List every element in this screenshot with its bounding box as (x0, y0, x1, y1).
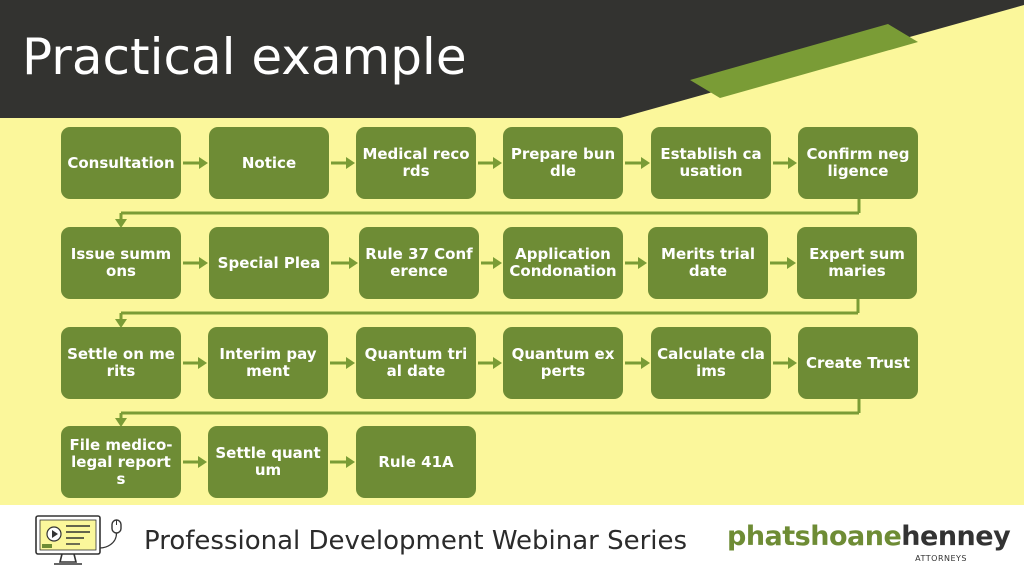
step-establish-causation: Establish causation (651, 127, 771, 199)
flow-arrow-head (346, 157, 355, 169)
header-accent-stripe (690, 24, 918, 98)
slide-title: Practical example (22, 28, 467, 86)
flow-arrow-head (198, 357, 207, 369)
flow-wrap-arrow-head (115, 418, 127, 427)
flow-arrow-head (346, 357, 355, 369)
step-notice: Notice (209, 127, 329, 199)
company-logo: phatshoanehenney ATTORNEYS (727, 521, 1011, 570)
step-consultation: Consultation (61, 127, 181, 199)
step-quantum-trial-date: Quantum trial date (356, 327, 476, 399)
flow-arrow-head (641, 157, 650, 169)
step-calculate-claims: Calculate claims (651, 327, 771, 399)
flow-arrow-head (199, 157, 208, 169)
step-settle-on-merits: Settle on merits (61, 327, 181, 399)
flow-arrow-head (788, 157, 797, 169)
flow-wrap-arrow-head (115, 219, 127, 228)
logo-part-2: henney (901, 521, 1011, 552)
flow-arrow-head (346, 456, 355, 468)
footer-bar (0, 505, 1024, 576)
flow-connectors (115, 157, 861, 468)
step-settle-quantum: Settle quantum (208, 426, 328, 498)
flow-arrow-head (198, 456, 207, 468)
step-special-plea: Special Plea (209, 227, 329, 299)
step-interim-payment: Interim payment (208, 327, 328, 399)
flow-arrow-head (641, 357, 650, 369)
step-rule-41a: Rule 41A (356, 426, 476, 498)
step-merits-trial-date: Merits trial date (648, 227, 768, 299)
step-create-trust: Create Trust (798, 327, 918, 399)
step-quantum-experts: Quantum experts (503, 327, 623, 399)
flow-arrow-head (493, 357, 502, 369)
step-prepare-bundle: Prepare bundle (503, 127, 623, 199)
step-expert-summaries: Expert summaries (797, 227, 917, 299)
step-file-medico-legal-reports: File medico-legal reports (61, 426, 181, 498)
logo-subtitle: ATTORNEYS (915, 554, 967, 563)
flow-arrow-head (493, 157, 502, 169)
step-medical-records: Medical records (356, 127, 476, 199)
flow-wrap-arrow-head (115, 319, 127, 328)
flow-arrow-head (493, 257, 502, 269)
step-confirm-negligence: Confirm negligence (798, 127, 918, 199)
footer-series-title: Professional Development Webinar Series (144, 526, 688, 556)
flow-arrow-head (638, 257, 647, 269)
flow-arrow-head (349, 257, 358, 269)
flow-arrow-head (199, 257, 208, 269)
step-issue-summons: Issue summons (61, 227, 181, 299)
computer-webinar-icon (35, 515, 122, 565)
flow-arrow-head (788, 357, 797, 369)
flow-arrow-head (787, 257, 796, 269)
step-rule-37-conference: Rule 37 Conference (359, 227, 479, 299)
logo-part-1: phatshoane (727, 521, 902, 552)
header-dark-band (0, 0, 1024, 118)
header-banner (0, 0, 1024, 118)
step-application-condonation: Application Condonation (503, 227, 623, 299)
